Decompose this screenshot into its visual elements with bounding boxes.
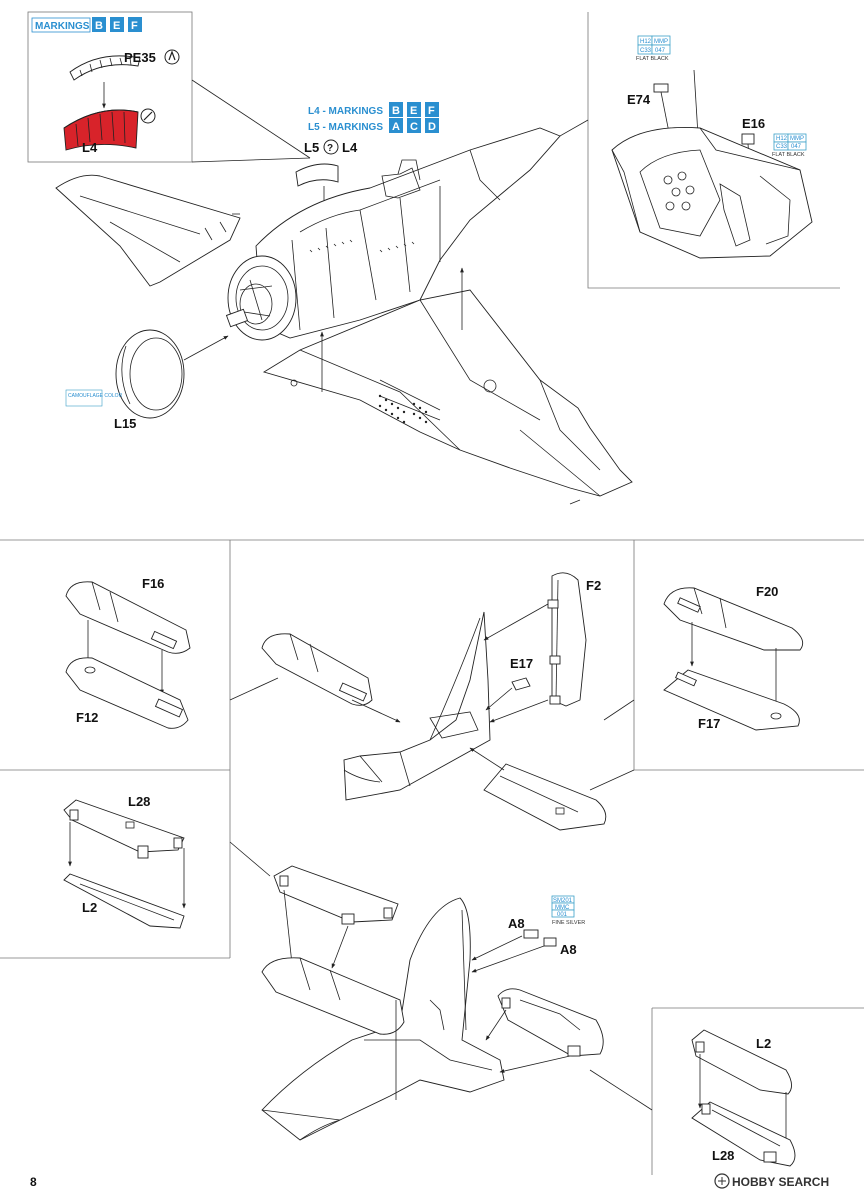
callout-line-f20 [603,699,635,721]
callout-line-f20-2 [589,769,635,791]
svg-text:?: ? [327,143,333,154]
label-f20: F20 [756,584,778,599]
fuselage-assembly [225,127,561,341]
tail-fin-assembly [343,611,491,801]
e16-paint-chip: H12 MMP C33 047 FLAT BLACK [772,133,807,158]
right-elevator-middle [483,763,607,831]
label-l5-canopy: L5 [304,140,319,155]
label-f2: F2 [586,578,601,593]
marking-letter-b: B [95,20,103,32]
camouflage-note: CAMOUFLAGE COLOR [65,389,123,407]
vent-dots [378,394,428,424]
l5-marking-d: D [428,121,436,133]
label-l2-top: L2 [82,900,97,915]
l4-marking-e: E [410,105,417,117]
tail-assembly-bottom [261,897,505,1141]
e74-paint-h: H12 [640,39,652,45]
left-stab-piece [273,865,399,925]
l4-marking-b: B [392,105,400,117]
a8-paint-chip: SM201 MMC 001 FINE SILVER [551,895,585,926]
choice-icon: ? [323,139,339,155]
e16-paint-note: FLAT BLACK [772,152,805,158]
panel-cockpit: H12 MMP C33 047 FLAT BLACK E74 E16 H12 M… [587,12,840,289]
a8-paint-sm: SM201 [553,898,573,904]
section-frames [0,539,864,1175]
label-l2-bottom: L2 [756,1036,771,1051]
l2-l28-bottom-parts [691,1029,796,1167]
l5-markings-prefix: L5 - MARKINGS [308,122,383,133]
l4-markings-prefix: L4 - MARKINGS [308,106,383,117]
right-stab-piece [497,988,604,1057]
left-elevator-middle [261,633,373,706]
l5-marking-a: A [392,121,400,133]
label-pe35: PE35 [124,50,156,65]
lower-wing-assembly [262,289,633,505]
e74-paint-chip: H12 MMP C33 047 FLAT BLACK [636,35,671,62]
label-l28-top: L28 [128,794,150,809]
glue-icon [140,108,156,124]
label-e16: E16 [742,116,765,131]
callout-line-cowl-2 [191,157,311,163]
e16-paint-h: H12 [776,136,788,142]
cowl-ring-l15 [115,329,185,419]
e74-paint-num: 047 [655,48,666,54]
label-l4-top: L4 [82,140,98,155]
label-e17: E17 [510,656,533,671]
watermark: HOBBY SEARCH [714,1173,829,1189]
camouflage-note-text: CAMOUFLAGE COLOR [68,393,123,399]
callout-line-l2-bottom [589,1069,653,1111]
pe35-part [69,55,141,81]
callout-line-cowl [191,79,311,159]
label-f12: F12 [76,710,98,725]
f20-f17-elevator [663,587,804,731]
markings-label: MARKINGS [35,21,90,32]
panel-cowl-flaps: MARKINGS B E F PE35 L4 [27,11,193,163]
label-l15: L15 [114,416,136,431]
f16-f12-elevator [65,581,191,729]
a8-paint-mmc: MMC [555,905,570,911]
e17-part [511,677,531,691]
label-a8-right: A8 [560,942,577,957]
a8-right-part [543,937,557,947]
marking-letter-f: F [131,20,138,32]
e16-paint-mmp: MMP [790,136,804,142]
e74-paint-c: C33 [640,48,652,54]
callout-line-l28 [229,841,271,877]
page-number: 8 [30,1175,37,1189]
label-f17: F17 [698,716,720,731]
label-e74: E74 [627,92,651,107]
e16-paint-num: 047 [791,144,802,150]
l5-marking-c: C [410,121,418,133]
a8-paint-num: 001 [557,912,568,918]
e74-paint-mmp: MMP [654,39,668,45]
l4-cowl-part [63,109,139,151]
markings-badge: MARKINGS B E F [31,17,142,33]
main-assembly-markings: L4 - MARKINGS B E F L5 - MARKINGS A C D [308,102,439,133]
l4-marking-f: F [428,105,435,117]
l4-l5-cowl-piece [295,163,339,187]
e16-paint-c: C33 [776,144,788,150]
a8-paint-note: FINE SILVER [552,920,585,926]
marking-letter-e: E [113,20,120,32]
rudder-f2 [547,572,587,707]
label-l28-bottom: L28 [712,1148,734,1163]
l28-l2-parts [63,799,186,929]
a8-left-part [523,929,539,939]
label-f16: F16 [142,576,164,591]
e74-paint-note: FLAT BLACK [636,56,669,62]
cockpit-interior [611,127,813,259]
label-l4-canopy: L4 [342,140,358,155]
left-wing-assembly [55,174,241,287]
label-a8-left: A8 [508,916,525,931]
watermark-text: HOBBY SEARCH [732,1175,829,1189]
callout-line-f16 [229,677,279,701]
bend-icon [164,49,180,65]
